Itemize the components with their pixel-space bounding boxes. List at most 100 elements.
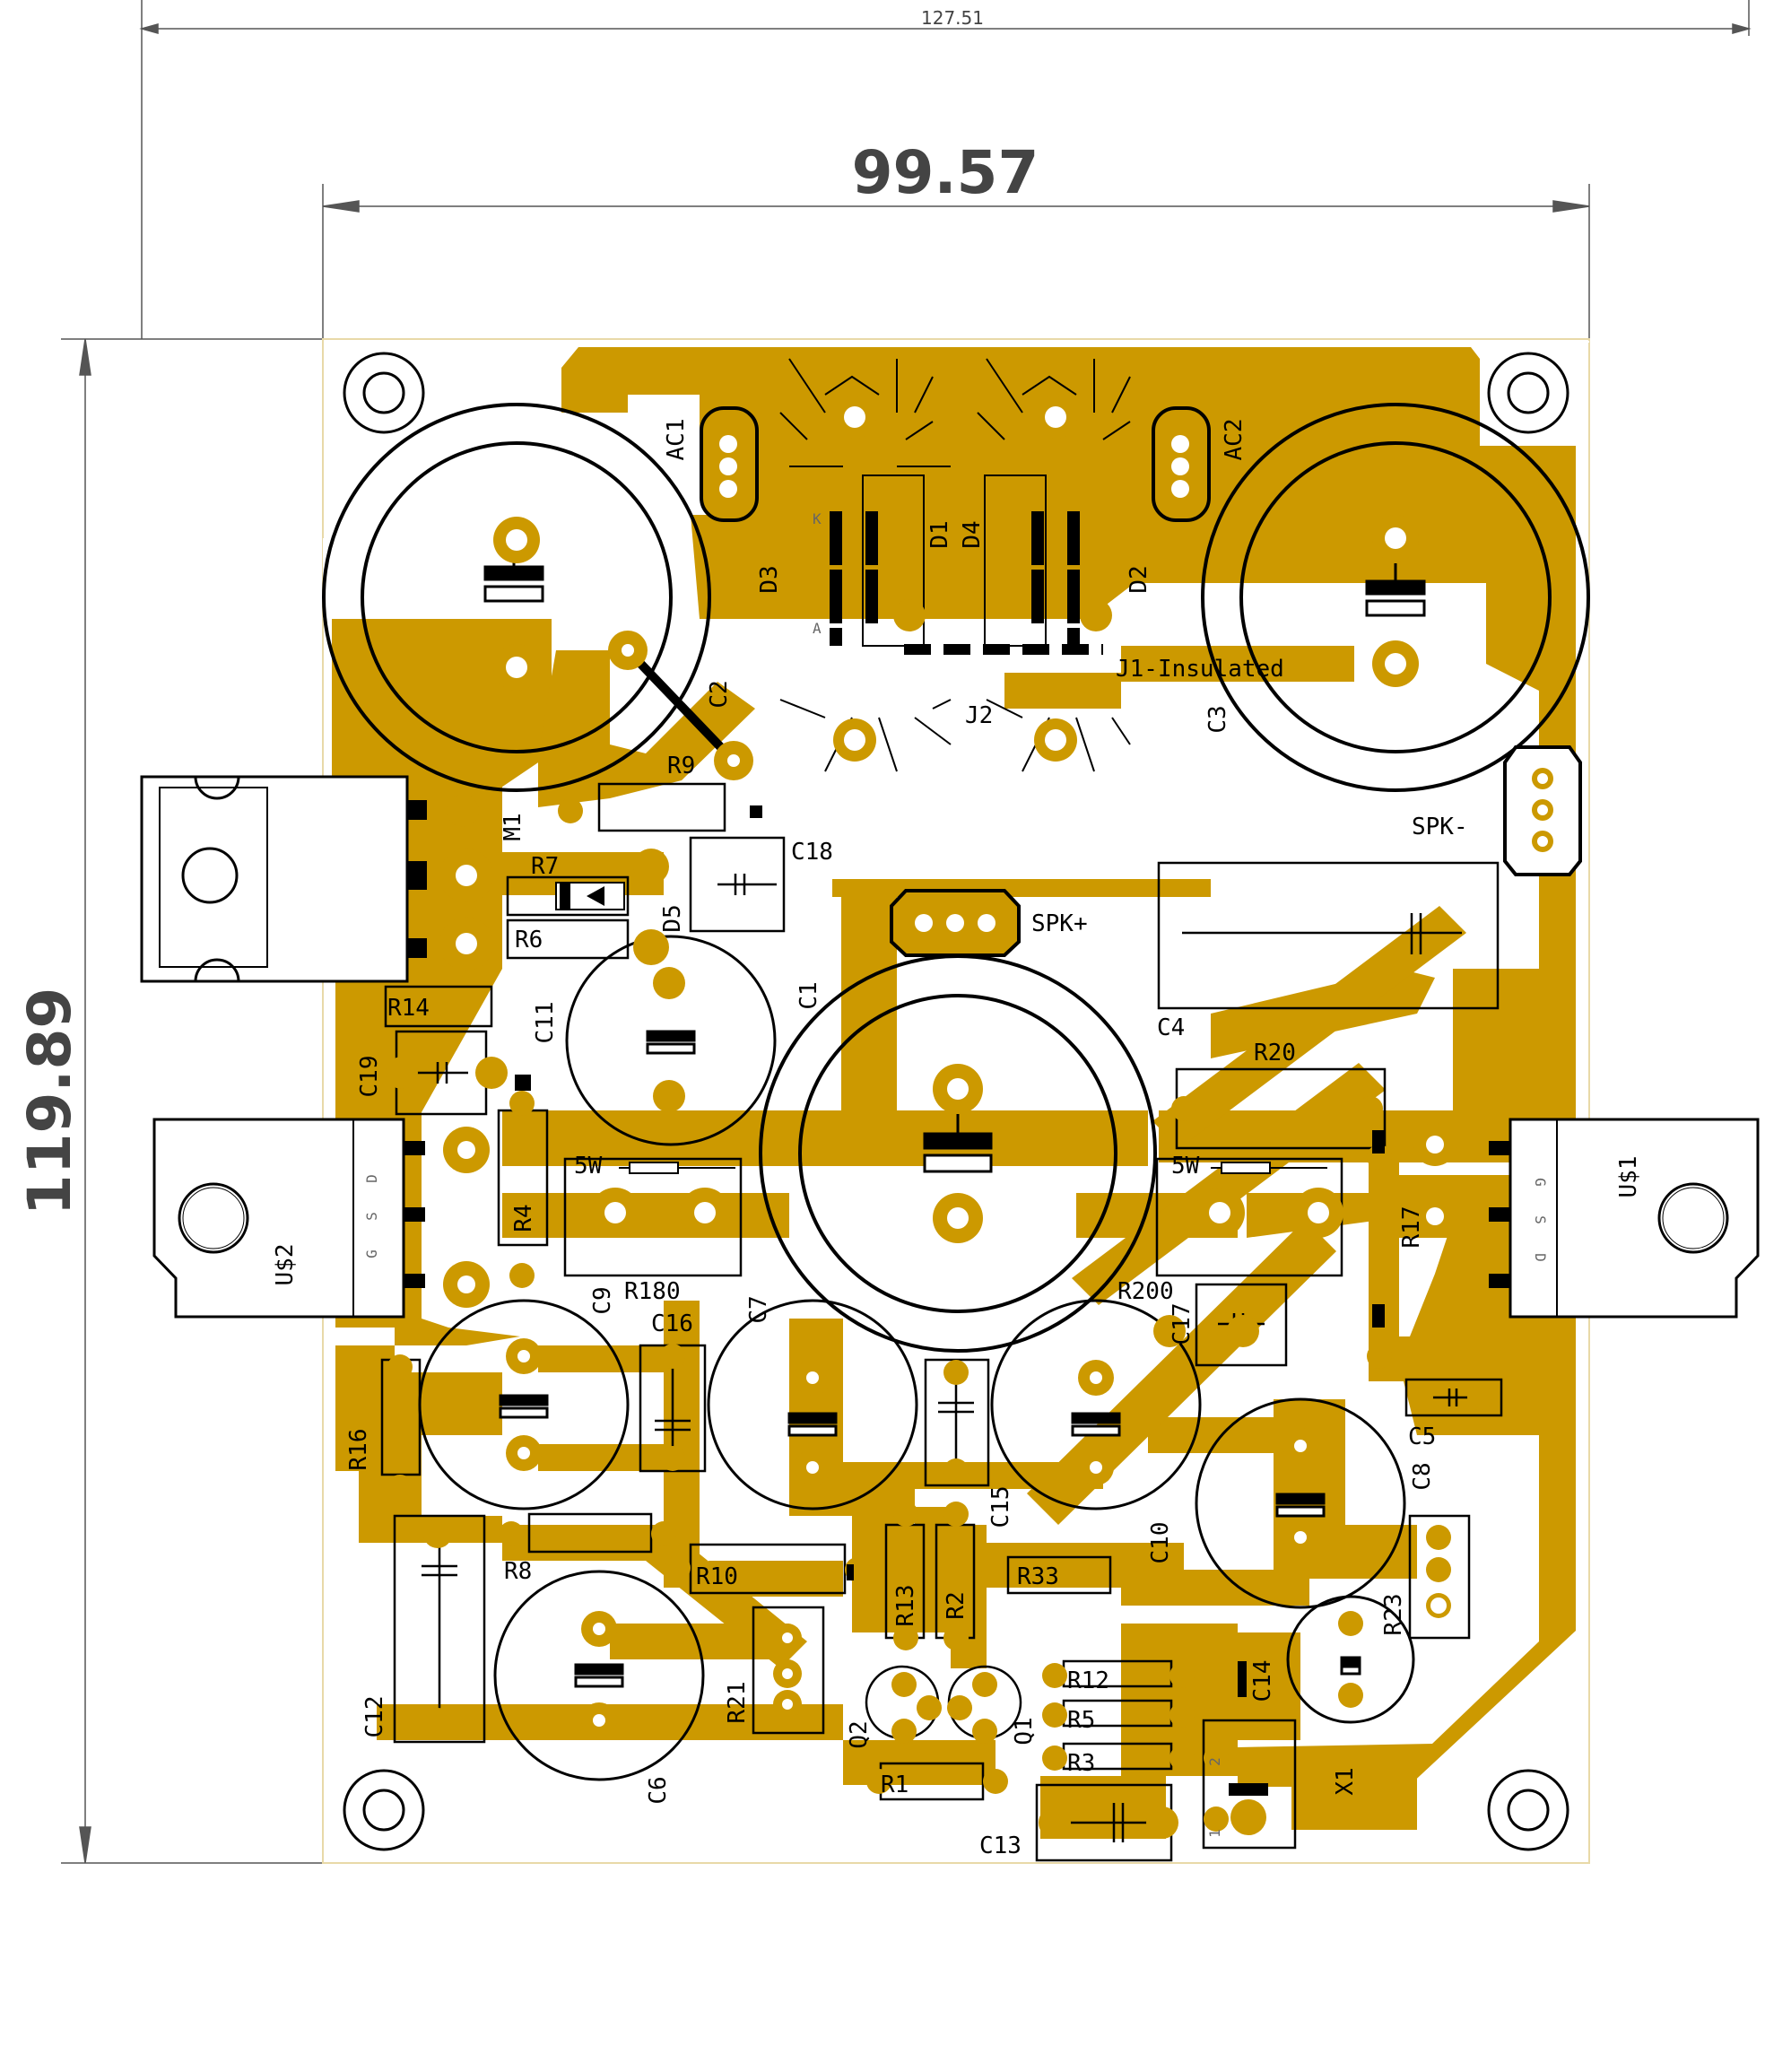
- label-c2: C2: [706, 680, 733, 708]
- electrolytic-capacitors: [418, 935, 1415, 1781]
- dimension-lines: [61, 0, 1752, 1864]
- label-5w-right: 5W: [1171, 1153, 1200, 1180]
- pin-s-us1: S: [1532, 1215, 1549, 1224]
- label-ac1: AC1: [663, 419, 690, 461]
- resistor-r180-body: [563, 1157, 743, 1277]
- label-r3: R3: [1067, 1750, 1095, 1777]
- capacitor-symbols: [483, 549, 1426, 1688]
- label-c14: C14: [1249, 1660, 1276, 1702]
- mosfet-us1: [1489, 1118, 1760, 1319]
- pin-d-us2: D: [363, 1174, 380, 1183]
- label-r20: R20: [1254, 1040, 1296, 1066]
- label-c13: C13: [979, 1833, 1022, 1859]
- pin-2-x1: 2: [1206, 1757, 1223, 1766]
- label-r10: R10: [696, 1563, 738, 1590]
- c14-symbol: [1340, 1656, 1361, 1676]
- label-c7: C7: [745, 1295, 772, 1323]
- label-c19: C19: [356, 1056, 383, 1098]
- label-r4: R4: [510, 1204, 537, 1232]
- c10-symbol: [1071, 1412, 1121, 1437]
- capacitor-c17-body: [1195, 1283, 1288, 1367]
- pin-s-us2: S: [363, 1212, 380, 1221]
- pin-a-d3: A: [813, 620, 822, 637]
- mosfet-us2: [152, 1118, 425, 1319]
- c1-symbol: [923, 1114, 993, 1173]
- label-r33: R33: [1017, 1563, 1059, 1590]
- label-r13: R13: [892, 1585, 919, 1627]
- label-r17: R17: [1398, 1206, 1425, 1249]
- power-resistor-symbols: [619, 1162, 1327, 1174]
- c11-symbol: [646, 1030, 696, 1055]
- label-r23: R23: [1380, 1594, 1407, 1636]
- capacitor-c15-body: [924, 1358, 990, 1487]
- resistor-r6-body: [506, 918, 630, 960]
- label-us2: U$2: [272, 1244, 299, 1286]
- label-c18: C18: [791, 839, 833, 866]
- label-r12: R12: [1067, 1667, 1109, 1694]
- smd-pads: [515, 805, 1385, 1796]
- label-r8: R8: [504, 1558, 532, 1585]
- label-j2: J2: [965, 702, 993, 729]
- c3-symbol: [1365, 563, 1426, 617]
- label-r200: R200: [1117, 1278, 1174, 1305]
- label-5w-left: 5W: [574, 1153, 603, 1180]
- diode-d5: [555, 882, 625, 910]
- label-r1: R1: [881, 1772, 909, 1798]
- jumper-r9-wire: [624, 647, 737, 764]
- label-r9: R9: [667, 753, 695, 779]
- c6-symbol: [574, 1663, 624, 1688]
- capacitor-c10: [990, 1299, 1202, 1510]
- label-c4: C4: [1157, 1014, 1185, 1041]
- pin-g-us2: G: [363, 1249, 380, 1258]
- label-q2: Q2: [846, 1720, 873, 1748]
- board-width-label: 99.57: [852, 138, 1039, 207]
- capacitor-c11: [565, 935, 777, 1146]
- capacitor-c3: [1201, 403, 1590, 792]
- label-d4: D4: [959, 520, 986, 548]
- label-c1: C1: [796, 981, 822, 1009]
- label-r7: R7: [531, 853, 559, 880]
- c7-symbol: [787, 1412, 838, 1437]
- pin-g-us1: G: [1532, 1178, 1549, 1187]
- label-d2: D2: [1126, 565, 1152, 593]
- label-r180: R180: [624, 1278, 681, 1305]
- label-c8: C8: [1409, 1462, 1436, 1490]
- capacitor-c18-body: [689, 836, 786, 933]
- capacitor-c2: [322, 403, 711, 792]
- board-height-label: 119.89: [15, 988, 84, 1216]
- label-c6: C6: [645, 1776, 672, 1804]
- outer-width-label: 127.51: [921, 7, 984, 29]
- label-c15: C15: [987, 1486, 1014, 1528]
- capacitor-c12-body: [393, 1514, 486, 1744]
- mounting-hole-top-left: [343, 352, 425, 434]
- mounting-hole-bottom-left: [343, 1769, 425, 1851]
- label-d3: D3: [756, 565, 783, 593]
- mounting-holes: [343, 352, 1569, 1851]
- label-c17: C17: [1169, 1303, 1196, 1345]
- trimmer-r23-body: [1408, 1514, 1471, 1640]
- pin-d-us1: D: [1532, 1253, 1549, 1262]
- label-j1: J1-Insulated: [1116, 656, 1284, 683]
- heatsink-outlines: [779, 358, 1131, 772]
- connector-x1-body: [1202, 1719, 1297, 1850]
- label-d1: D1: [926, 520, 953, 548]
- label-c10: C10: [1147, 1522, 1174, 1564]
- connector-ac2: [1152, 406, 1211, 522]
- connector-spk-minus: [1503, 745, 1582, 876]
- label-c16: C16: [651, 1310, 693, 1337]
- connector-ac1: [700, 406, 759, 522]
- label-c11: C11: [532, 1002, 559, 1044]
- copper-layer: [332, 347, 1576, 1839]
- capacitor-c14: [1286, 1595, 1415, 1724]
- label-c5: C5: [1408, 1423, 1436, 1450]
- pin-1-x1: 1: [1206, 1829, 1223, 1838]
- resistor-r33-body: [1006, 1555, 1112, 1595]
- c8-symbol: [1275, 1493, 1326, 1518]
- capacitor-c5-body: [1404, 1378, 1503, 1417]
- label-q1: Q1: [1011, 1717, 1038, 1745]
- mounting-hole-top-right: [1487, 352, 1569, 434]
- capacitor-c6: [493, 1570, 705, 1781]
- resistor-r9-body: [597, 782, 726, 832]
- c2-symbol: [483, 549, 544, 603]
